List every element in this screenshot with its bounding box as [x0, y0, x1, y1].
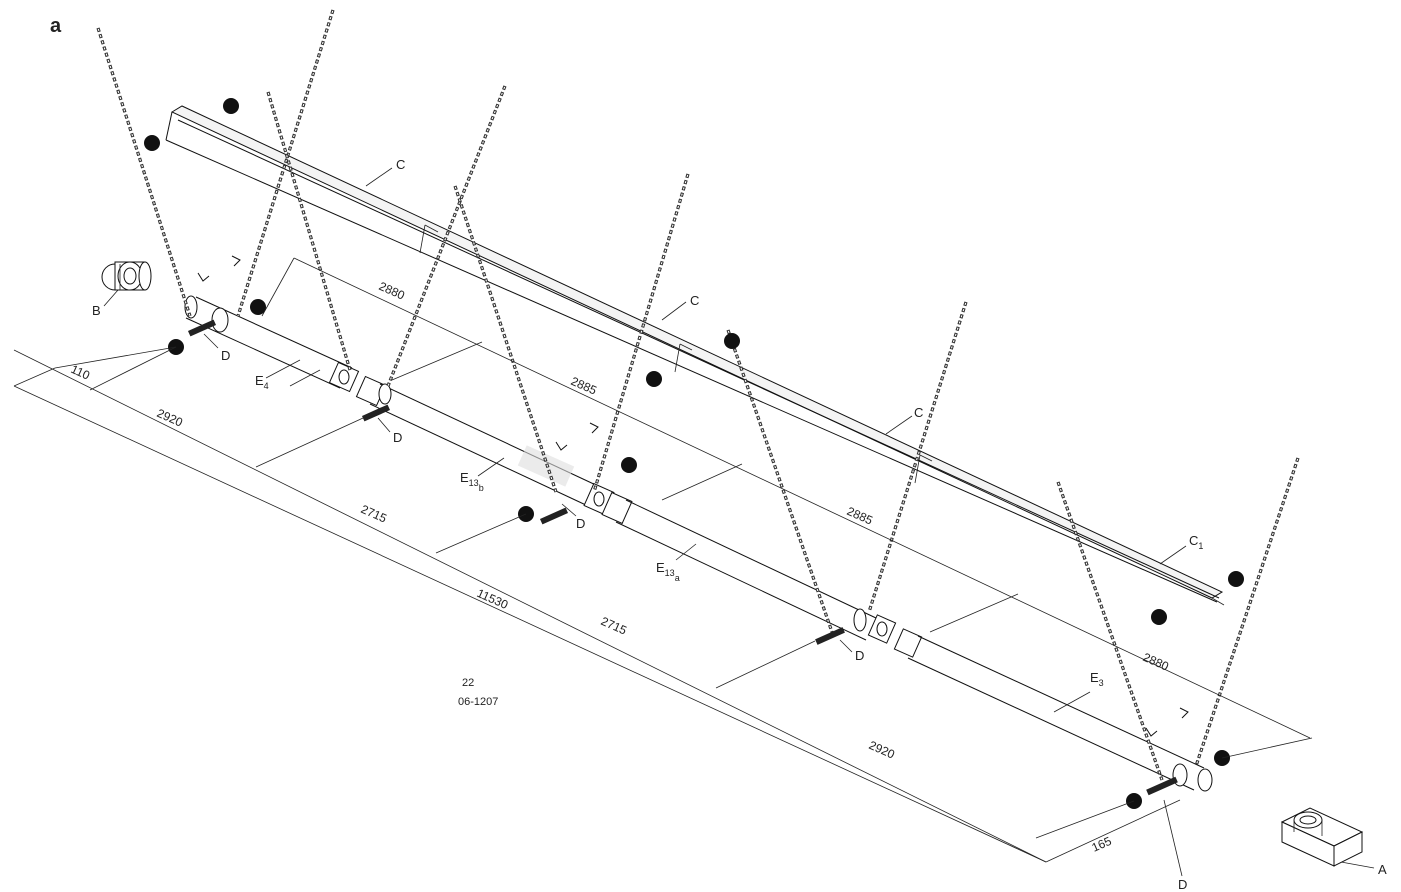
- label-c-3: C: [914, 405, 923, 420]
- label-d-2: D: [393, 430, 402, 445]
- dim-2885-lower: 2885: [845, 504, 875, 528]
- cover-channel-rail: [165, 105, 1225, 606]
- label-d-3: D: [576, 516, 585, 531]
- label-c-2: C: [690, 293, 699, 308]
- pipe-section-e3: [893, 628, 1213, 792]
- dim-2715-right: 2715: [599, 614, 629, 638]
- dim-110: 110: [69, 362, 92, 383]
- dimension-lines: [13, 257, 1313, 863]
- component-b-drawing: [101, 261, 152, 291]
- pipe-section-e4: [184, 295, 360, 393]
- dim-165: 165: [1090, 834, 1114, 855]
- label-e4: E4: [255, 373, 269, 391]
- clips: [197, 255, 1189, 737]
- dim-2885-upper: 2885: [569, 374, 599, 398]
- label-a: A: [1378, 862, 1387, 877]
- dim-2880-bottom: 2880: [1141, 650, 1171, 674]
- hanging-chains: [96, 9, 1300, 781]
- mount-dots: [144, 98, 1244, 809]
- dim-11530: 11530: [475, 586, 511, 612]
- pipe-section-e13b: [355, 375, 615, 516]
- dim-2920-right: 2920: [867, 738, 897, 762]
- label-e13b: E13b: [460, 470, 484, 493]
- drawing-note-line1: 22: [462, 677, 474, 689]
- component-a-drawing: [1280, 807, 1364, 867]
- label-e3: E3: [1090, 670, 1104, 688]
- panel-label: a: [50, 15, 62, 37]
- dim-2920-left: 2920: [155, 406, 185, 430]
- label-c1: C1: [1189, 533, 1203, 551]
- label-d-5: D: [1178, 877, 1187, 892]
- pipe-section-e13a: [601, 491, 897, 644]
- label-e13a: E13a: [656, 560, 680, 583]
- leader-lines: [103, 167, 1375, 877]
- label-d-4: D: [855, 648, 864, 663]
- drawing-note-line2: 06-1207: [458, 696, 498, 708]
- label-b: B: [92, 303, 101, 318]
- bracket-clamps: [187, 319, 1178, 796]
- dim-2715-left: 2715: [359, 502, 389, 526]
- label-d-1: D: [221, 348, 230, 363]
- label-c-1: C: [396, 157, 405, 172]
